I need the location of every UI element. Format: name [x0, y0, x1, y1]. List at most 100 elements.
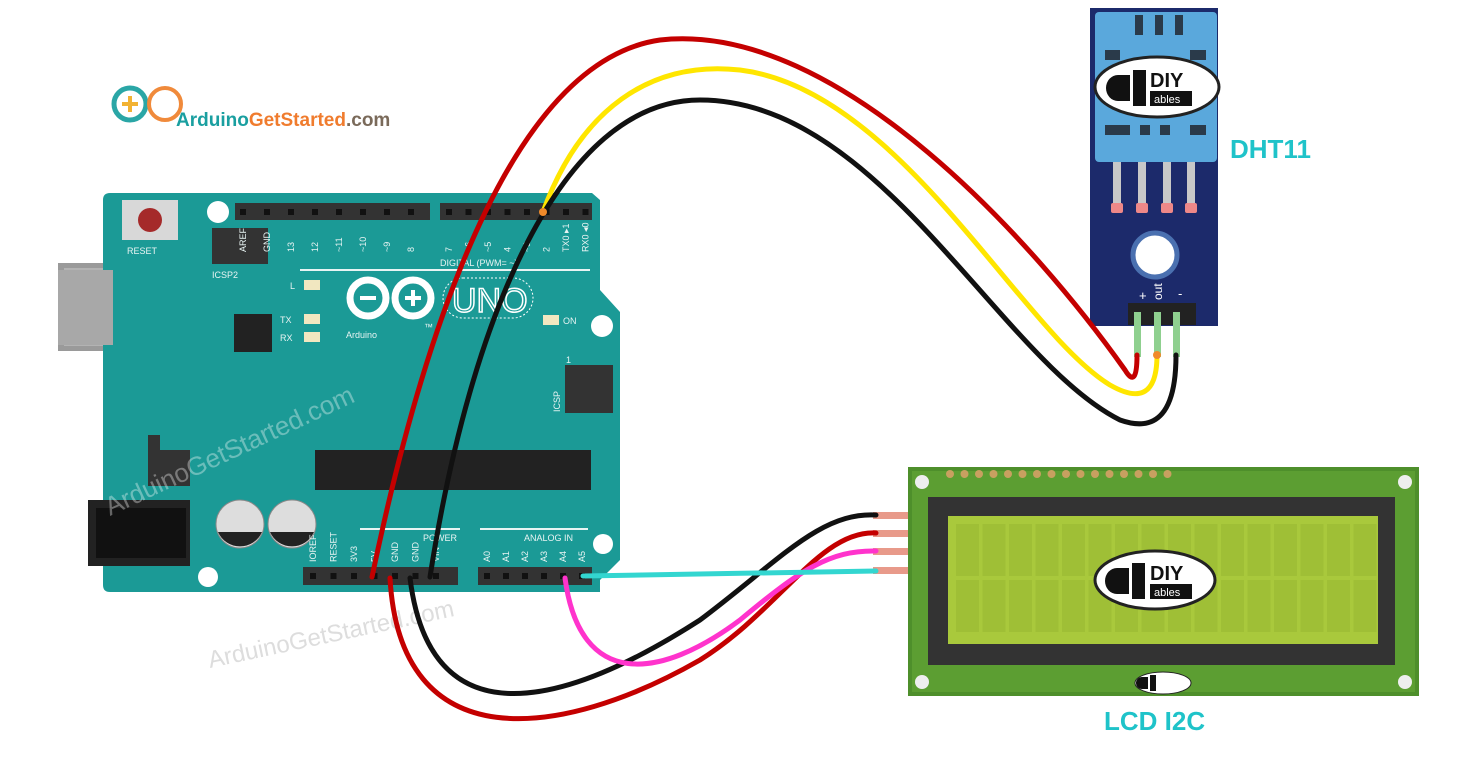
header-pin: [384, 209, 390, 215]
analog-pin-label: A3: [539, 551, 549, 562]
header-pin: [310, 573, 316, 579]
lcd-char-cell: [1300, 524, 1324, 576]
header-pin: [351, 573, 357, 579]
icsp-header: [565, 365, 613, 413]
trademark: ™: [424, 322, 433, 332]
diyables-logo: DIY ables: [1093, 55, 1221, 119]
analog-pin-label: A2: [520, 551, 530, 562]
lcd-char-cell: [1353, 524, 1377, 576]
power-pin-label: RESET: [329, 531, 339, 562]
dht11-module: DIY ables + out - DHT11: [1090, 8, 1311, 357]
header-pin: [330, 573, 337, 579]
brand-top: DIY: [1150, 70, 1184, 92]
header-pin: [524, 209, 530, 215]
lcd-char-cell: [1009, 580, 1032, 632]
lcd-header-pin: [1120, 470, 1128, 478]
lcd-char-cell: [1353, 580, 1377, 632]
wires: [369, 36, 1179, 722]
lcd-header-pin: [1047, 470, 1056, 478]
digital-pin-label: AREF: [238, 227, 248, 252]
lcd-char-cell: [1035, 524, 1059, 576]
lcd-char-cell: [1327, 524, 1350, 576]
chip: [234, 314, 272, 352]
header-pin: [503, 573, 509, 579]
lcd-char-cell: [1327, 580, 1350, 632]
infinity-logo-icon: [111, 85, 183, 123]
analog-pin-label: A1: [501, 551, 511, 562]
lcd-header-pin: [1018, 470, 1027, 478]
pin-plus-label: +: [1139, 288, 1147, 303]
icsp2-header: [212, 228, 268, 264]
digital-pin-label: RX0 ◂0: [581, 222, 591, 252]
header-pin: [582, 209, 589, 215]
lcd-title: LCD I2C: [1104, 706, 1205, 736]
wire-lcd-gnd-black: [407, 512, 879, 696]
lcd-header-pin: [1062, 470, 1070, 478]
lcd-char-cell: [1062, 580, 1085, 632]
arduino-infinity-icon: [346, 276, 435, 320]
brand-label: Arduino: [346, 330, 377, 340]
lcd-char-cell: [1035, 580, 1059, 632]
analog-pin-label: A4: [558, 551, 568, 562]
header-pin: [446, 209, 452, 215]
header-pin: [484, 573, 490, 579]
lcd-header-pin: [1134, 470, 1143, 478]
digital-label: DIGITAL (PWM= ~): [440, 258, 518, 268]
wire-lcd-scl-cyan: [580, 568, 879, 579]
power-label: POWER: [423, 533, 458, 543]
lcd-char-cell: [1247, 524, 1271, 576]
reset-label: RESET: [127, 246, 158, 256]
led-rx-label: RX: [280, 333, 293, 343]
lcd-header-pin: [1076, 470, 1085, 478]
site-logo: ArduinoGetStarted.com: [111, 85, 390, 131]
lcd-header-pin: [946, 470, 954, 478]
digital-pin-label: 12: [310, 242, 320, 252]
lcd-char-cell: [982, 524, 1006, 576]
lcd-header-pin: [960, 470, 969, 478]
header-pin: [465, 209, 472, 215]
lcd-header-pin: [1091, 470, 1099, 478]
header-pin: [563, 209, 569, 215]
analog-label: ANALOG IN: [524, 533, 573, 543]
lcd-char-cell: [1300, 580, 1324, 632]
lcd-char-cell: [1221, 580, 1244, 632]
power-pin-label: GND: [411, 542, 421, 563]
brand-top: DIY: [1150, 563, 1184, 585]
wire-dht-gnd-black: [427, 97, 1179, 580]
digital-header-left: [235, 203, 430, 220]
power-pin-label: 3V3: [349, 546, 359, 562]
header-pin: [392, 573, 398, 579]
mounting-hole: [207, 201, 229, 223]
lcd-char-cell: [956, 580, 979, 632]
lcd-char-cell: [1274, 524, 1297, 576]
icsp-label: ICSP: [552, 391, 562, 412]
digital-header-right: [440, 203, 592, 220]
watermark: ArduinoGetStarted.com: [206, 595, 457, 674]
mounting-hole: [591, 315, 613, 337]
icsp2-label: ICSP2: [212, 270, 238, 280]
wire-dht-data-yellow: [540, 66, 1160, 397]
lcd-char-cell: [1221, 524, 1244, 576]
led-tx-label: TX: [280, 315, 292, 325]
header-pin: [312, 209, 318, 215]
header-pin: [288, 209, 294, 215]
digital-pin-label: GND: [262, 232, 272, 253]
diyables-logo: DIY ables: [1093, 549, 1217, 611]
mounting-hole: [198, 567, 218, 587]
lcd-header-pin: [1163, 470, 1172, 478]
capacitor: [215, 499, 265, 549]
lcd-header-pin: [1033, 470, 1041, 478]
header-pin: [522, 573, 528, 579]
lcd-header-pin: [1004, 470, 1012, 478]
header-pin: [240, 209, 246, 215]
brand-bottom: ables: [1154, 587, 1181, 599]
digital-pin-label: 2: [542, 247, 552, 252]
lcd-char-cell: [982, 580, 1006, 632]
lcd-header-pin: [975, 470, 983, 478]
lcd-char-cell: [1062, 524, 1085, 576]
lcd-char-cell: [1009, 524, 1032, 576]
lcd-header-pin: [1105, 470, 1114, 478]
icsp-pin1-label: 1: [566, 355, 571, 365]
board-pcb: [103, 193, 620, 592]
